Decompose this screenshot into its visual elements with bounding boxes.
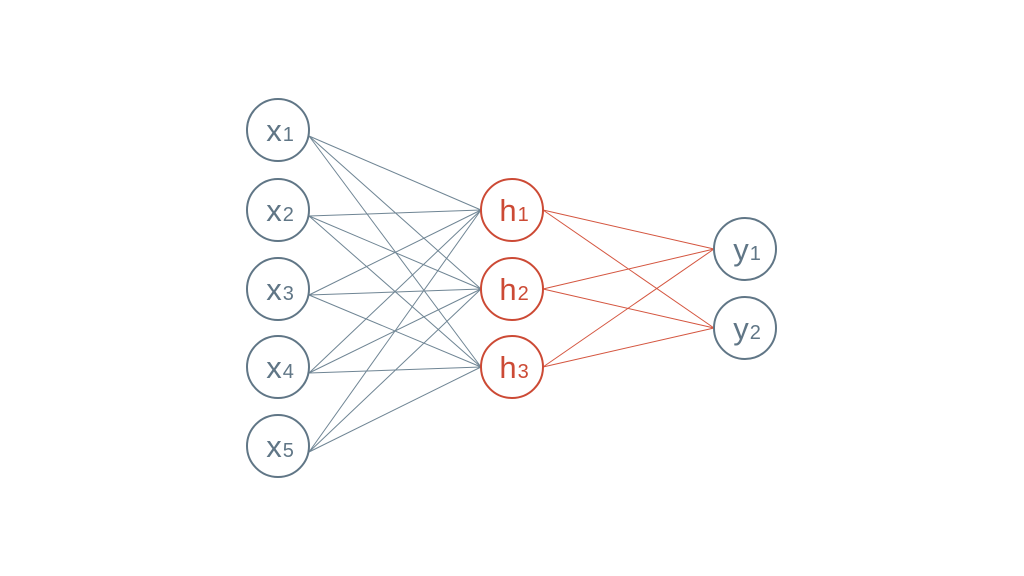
node-label-base: h [499, 350, 516, 385]
edge-x2-h1 [308, 209, 482, 217]
node-label-h3: h3 [499, 350, 528, 385]
node-label-base: x [266, 193, 282, 228]
node-label-x4: x4 [266, 350, 294, 385]
node-label-base: x [266, 429, 282, 464]
node-label-x3: x3 [266, 272, 294, 307]
node-label-subscript: 1 [283, 124, 294, 146]
edge-h3-y2 [542, 327, 715, 368]
node-label-subscript: 1 [750, 243, 761, 265]
node-x5: x5 [246, 414, 310, 478]
node-label-subscript: 2 [283, 204, 294, 226]
node-label-x1: x1 [266, 113, 294, 148]
node-circle-x2 [246, 178, 310, 242]
edge-x5-h3 [308, 366, 482, 453]
node-circle-x4 [246, 335, 310, 399]
edges-layer [308, 135, 715, 453]
node-circle-h3 [480, 335, 544, 399]
node-y2: y2 [713, 296, 777, 360]
node-y1: y1 [713, 217, 777, 281]
node-x2: x2 [246, 178, 310, 242]
edge-x1-h1 [308, 135, 482, 211]
edge-x3-h1 [308, 209, 482, 296]
node-label-x2: x2 [266, 193, 294, 228]
node-label-subscript: 2 [518, 283, 529, 305]
node-x4: x4 [246, 335, 310, 399]
edge-x5-h1 [308, 209, 482, 453]
edge-h1-y1 [542, 209, 715, 250]
edge-x5-h2 [308, 288, 482, 453]
edge-x4-h1 [308, 209, 482, 374]
edge-h3-y1 [542, 248, 715, 368]
node-label-base: h [499, 193, 516, 228]
node-label-base: h [499, 272, 516, 307]
node-label-base: x [266, 350, 282, 385]
node-circle-y2 [713, 296, 777, 360]
node-label-subscript: 1 [518, 204, 529, 226]
node-label-h1: h1 [499, 193, 528, 228]
node-circle-x5 [246, 414, 310, 478]
node-h1: h1 [480, 178, 544, 242]
edge-x1-h3 [308, 135, 482, 368]
node-label-subscript: 3 [283, 283, 294, 305]
node-label-subscript: 2 [750, 322, 761, 344]
node-label-x5: x5 [266, 429, 294, 464]
node-label-y2: y2 [733, 311, 761, 346]
node-h2: h2 [480, 257, 544, 321]
node-label-base: y [733, 311, 749, 346]
node-label-base: x [266, 272, 282, 307]
node-label-base: y [733, 232, 749, 267]
node-label-h2: h2 [499, 272, 528, 307]
node-label-subscript: 5 [283, 440, 294, 462]
node-circle-x1 [246, 98, 310, 162]
node-h3: h3 [480, 335, 544, 399]
node-circle-h1 [480, 178, 544, 242]
node-circle-x3 [246, 257, 310, 321]
node-label-subscript: 3 [518, 361, 529, 383]
edge-h2-y1 [542, 248, 715, 290]
node-label-subscript: 4 [283, 361, 294, 383]
node-circle-y1 [713, 217, 777, 281]
node-label-y1: y1 [733, 232, 761, 267]
node-label-base: x [266, 113, 282, 148]
node-x3: x3 [246, 257, 310, 321]
node-x1: x1 [246, 98, 310, 162]
node-circle-h2 [480, 257, 544, 321]
